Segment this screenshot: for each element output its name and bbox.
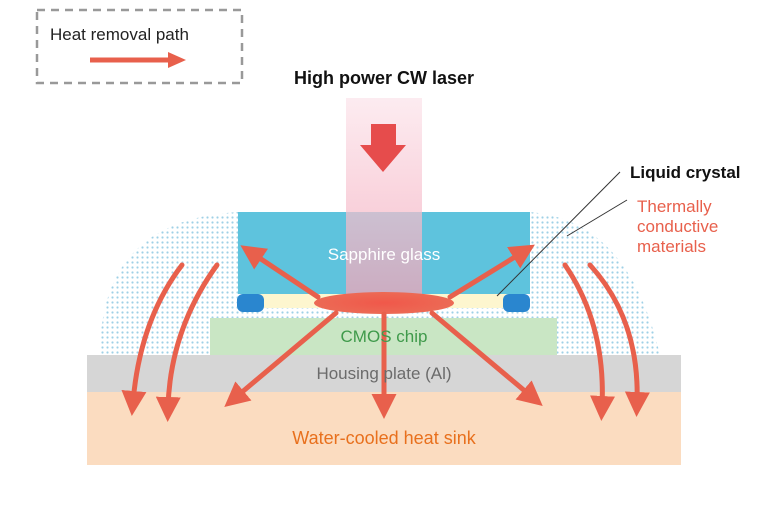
heatsink-label: Water-cooled heat sink: [292, 428, 476, 448]
heat-arrow-down-left: [224, 310, 339, 408]
heat-arrow-left-outer: [121, 262, 185, 416]
sapphire-label: Sapphire glass: [328, 245, 440, 264]
thermal-leader: [566, 199, 628, 237]
thermal-label-line3: materials: [637, 237, 706, 256]
legend-title: Heat removal path: [50, 25, 189, 44]
legend-arrow-head: [168, 52, 186, 68]
heat-arrow-right-inner: [562, 262, 616, 421]
laser-label: High power CW laser: [294, 68, 474, 88]
seal-right: [503, 294, 530, 312]
heat-arrow-up-right: [447, 244, 535, 300]
laser-down-arrow-icon: [360, 124, 406, 172]
legend-border: [35, 8, 244, 85]
liquid-crystal-leader: [496, 171, 621, 297]
liquid-crystal-label: Liquid crystal: [630, 163, 741, 182]
heat-arrow-up-left: [240, 245, 321, 300]
thermal-label-line1: Thermally: [637, 197, 712, 216]
seal-left: [237, 294, 264, 312]
housing-label: Housing plate (Al): [316, 364, 451, 383]
thermal-label-line2: conductive: [637, 217, 718, 236]
hot-spot: [314, 292, 454, 314]
heat-arrow-left-inner: [155, 262, 220, 422]
heat-arrows: [121, 244, 650, 422]
cmos-label: CMOS chip: [341, 327, 428, 346]
legend: Heat removal path: [35, 8, 244, 85]
heat-arrow-down-right: [429, 310, 543, 407]
heat-arrow-right-outer: [587, 262, 650, 417]
